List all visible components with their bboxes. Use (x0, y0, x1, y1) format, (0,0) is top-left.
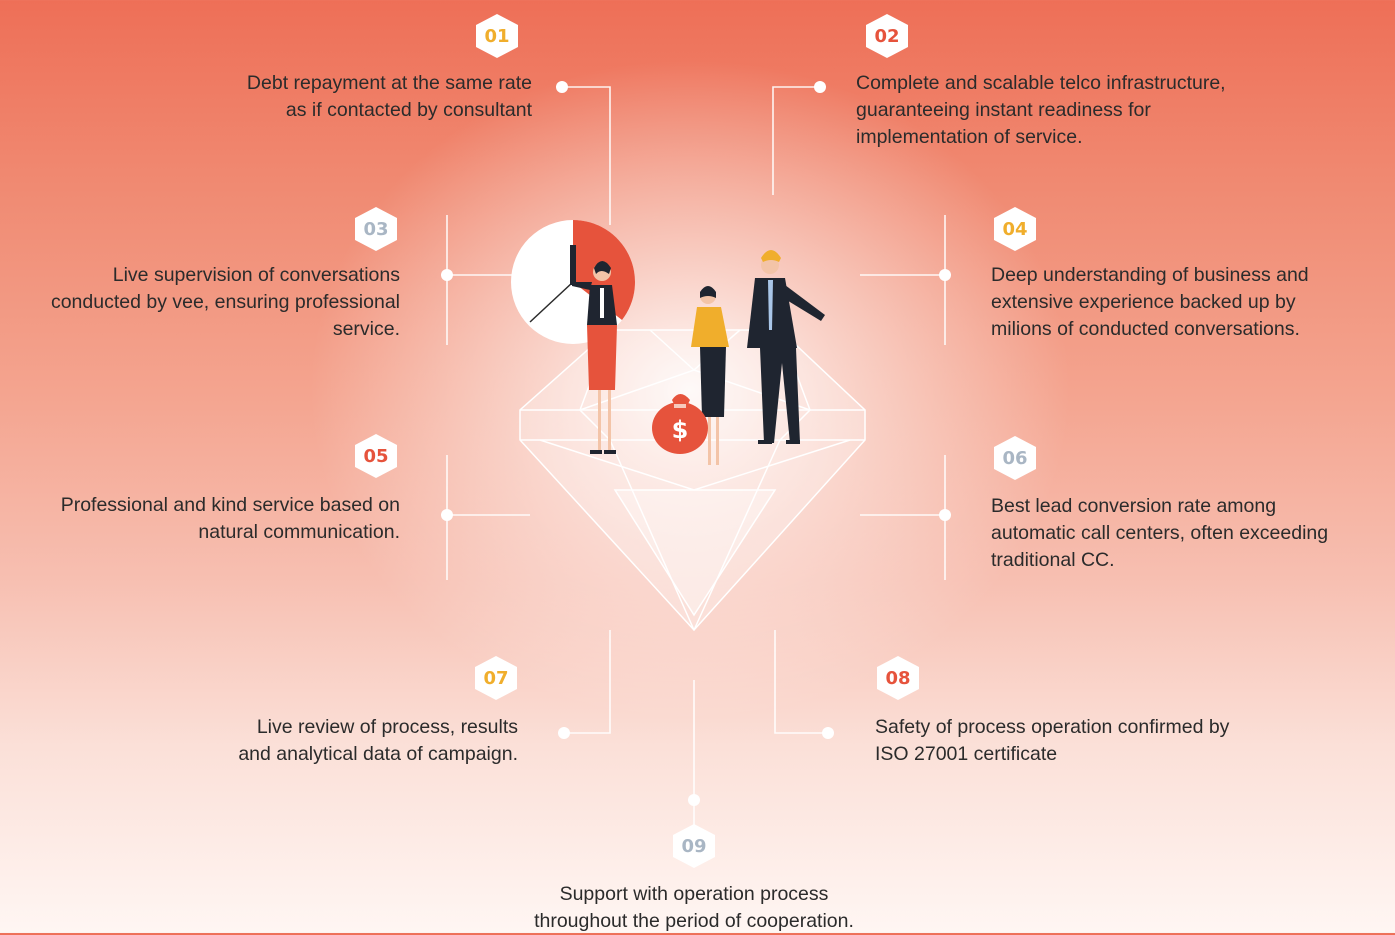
node-dot-09 (688, 794, 700, 806)
item-05-line-1: Professional and kind service based on (60, 494, 400, 516)
item-09-line-1: Support with operation process (559, 883, 829, 905)
badge-01: 01 (476, 14, 518, 58)
badge-04-number: 04 (1002, 218, 1028, 240)
badge-08-number: 08 (885, 667, 911, 689)
node-dot-07 (558, 727, 570, 739)
node-dot-02 (814, 81, 826, 93)
connector-01 (562, 86, 611, 225)
item-08-text: Safety of process operation confirmed by… (875, 714, 1229, 768)
dollar-sign: $ (672, 416, 689, 444)
item-04-line-1: Deep understanding of business and (991, 264, 1309, 286)
item-05-line-2: natural communication. (198, 521, 400, 543)
badge-06-number: 06 (1002, 447, 1028, 469)
badge-09-number: 09 (681, 835, 707, 857)
badge-06: 06 (994, 436, 1036, 480)
item-09-text: Support with operation process throughou… (394, 881, 994, 935)
item-02-line-1: Complete and scalable telco infrastructu… (856, 72, 1226, 94)
item-06-line-1: Best lead conversion rate among (991, 495, 1277, 517)
diamond-icon (519, 329, 866, 632)
man-suit-icon (747, 250, 825, 444)
item-08-line-1: Safety of process operation confirmed by (875, 716, 1230, 738)
item-03-line-2: conducted by vee, ensuring professional (50, 291, 400, 313)
item-06-line-3: traditional CC. (991, 549, 1115, 571)
item-01-line-2: as if contacted by consultant (285, 99, 532, 121)
badge-03-number: 03 (363, 218, 389, 240)
item-06-line-2: automatic call centers, often exceeding (991, 522, 1329, 544)
node-dot-06 (939, 509, 951, 521)
woman-presenter-icon (572, 261, 617, 454)
connector-07 (564, 630, 611, 734)
connector-02 (772, 86, 820, 195)
badge-02-number: 02 (874, 25, 900, 47)
item-01-line-1: Debt repayment at the same rate (246, 72, 532, 94)
item-03-line-3: service. (332, 318, 400, 340)
node-dot-04 (939, 269, 951, 281)
connector-08 (774, 630, 828, 734)
money-bag-icon: $ (652, 394, 708, 454)
item-07-line-2: and analytical data of campaign. (238, 743, 518, 765)
item-02-line-2: guaranteeing instant readiness for (856, 99, 1151, 121)
item-04-line-2: extensive experience backed up by (991, 291, 1296, 313)
item-06-text: Best lead conversion rate among automati… (991, 493, 1328, 574)
badge-05: 05 (355, 434, 397, 478)
item-05-text: Professional and kind service based on n… (61, 492, 400, 546)
item-07-text: Live review of process, results and anal… (238, 714, 518, 768)
item-09-line-2: throughout the period of cooperation. (534, 910, 854, 932)
item-01-text: Debt repayment at the same rate as if co… (247, 70, 532, 124)
item-04-line-3: milions of conducted conversations. (991, 318, 1300, 340)
node-dot-05 (441, 509, 453, 521)
item-02-line-3: implementation of service. (856, 126, 1083, 148)
item-04-text: Deep understanding of business and exten… (991, 262, 1309, 343)
item-07-line-1: Live review of process, results (256, 716, 518, 738)
item-03-text: Live supervision of conversations conduc… (51, 262, 400, 343)
node-dot-03 (441, 269, 453, 281)
node-dot-01 (556, 81, 568, 93)
badge-01-number: 01 (484, 25, 510, 47)
node-dot-08 (822, 727, 834, 739)
item-08-line-2: ISO 27001 certificate (875, 743, 1058, 765)
badge-05-number: 05 (363, 445, 389, 467)
item-03-line-1: Live supervision of conversations (112, 264, 400, 286)
item-02-text: Complete and scalable telco infrastructu… (856, 70, 1226, 151)
woman-yellow-icon (691, 286, 729, 465)
badge-07-number: 07 (483, 667, 509, 689)
